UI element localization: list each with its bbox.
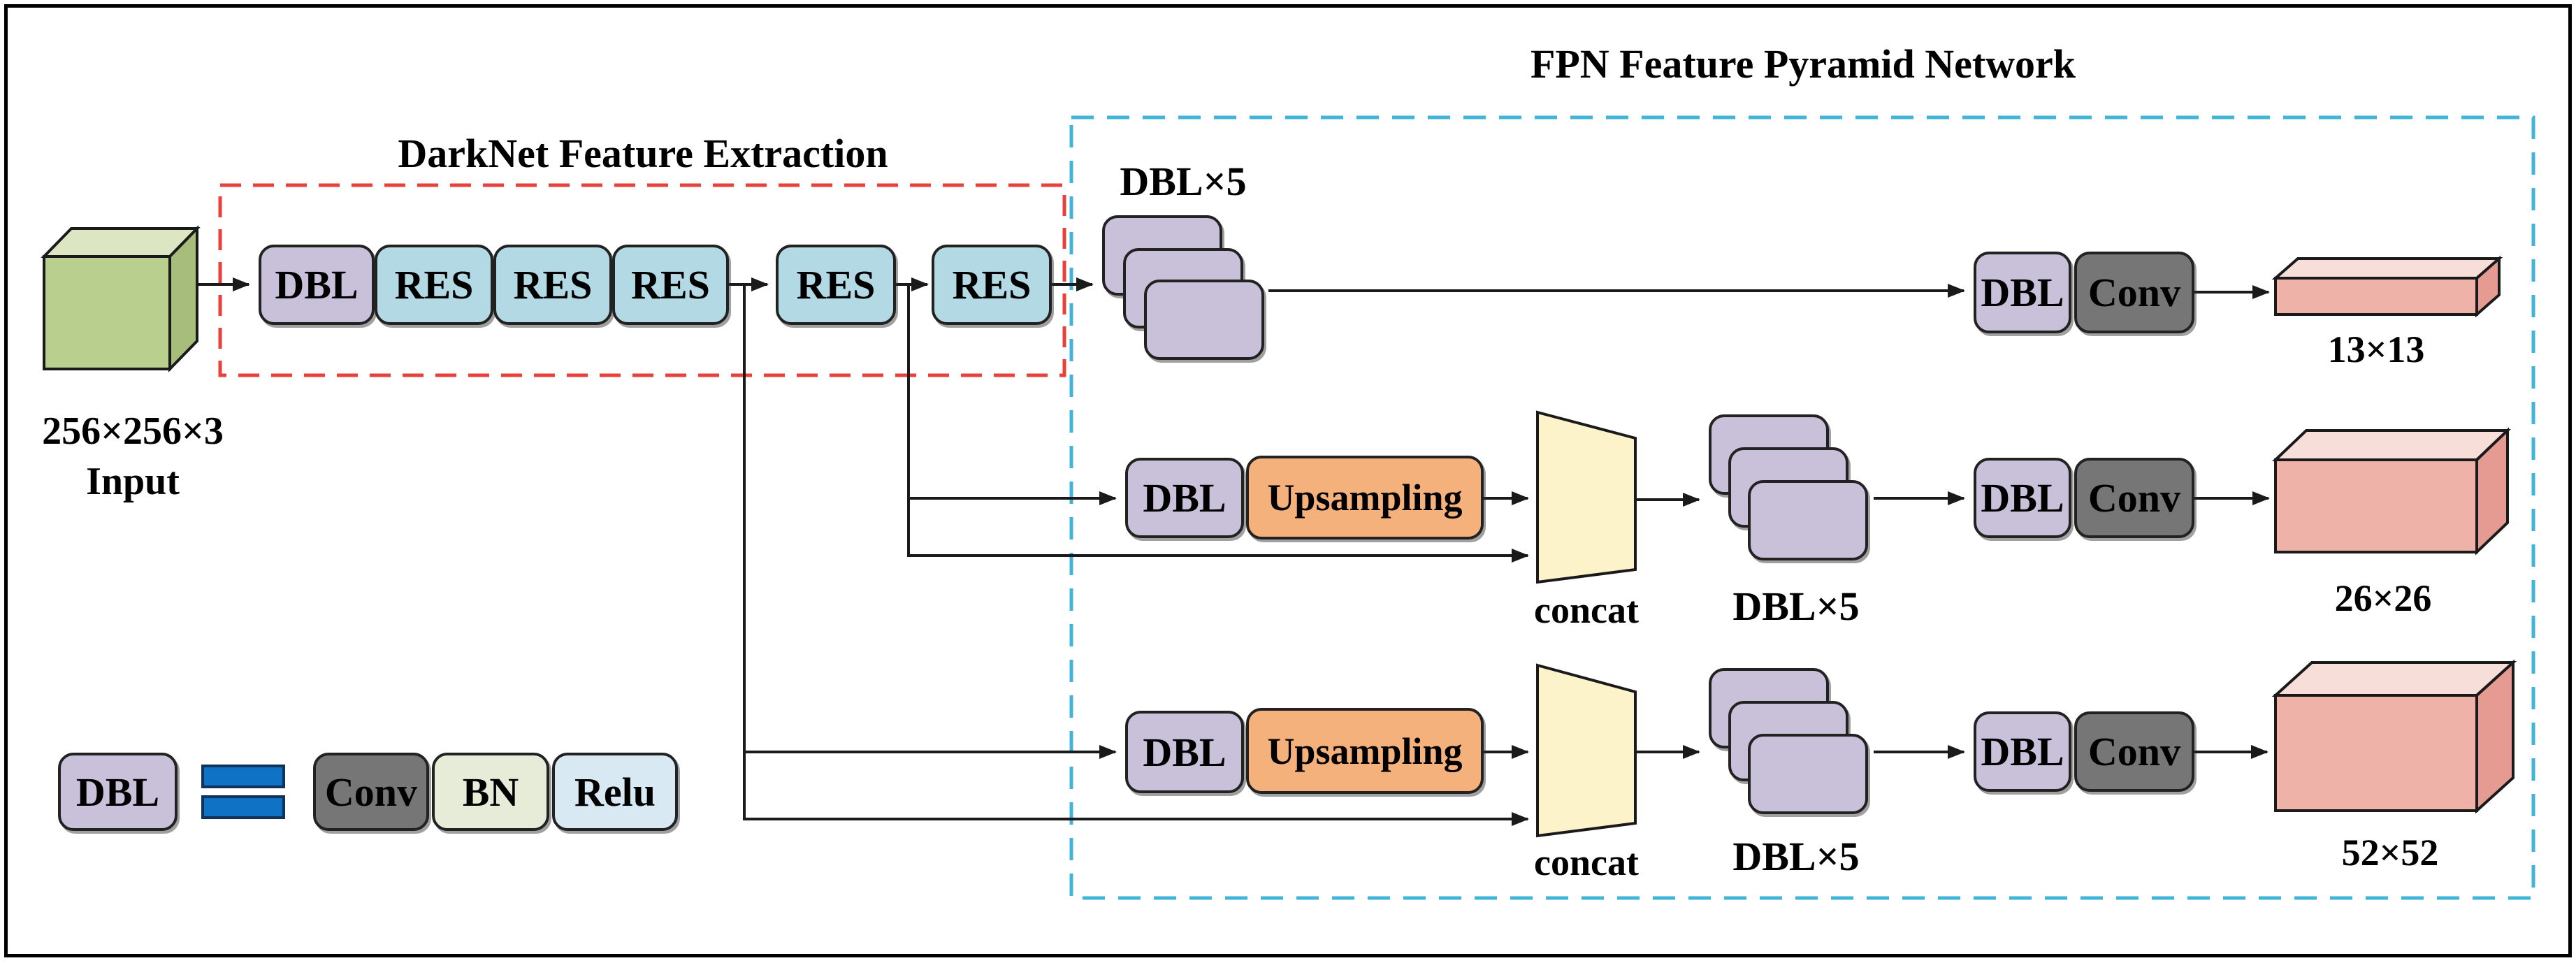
- legend-dbl-label: DBL: [75, 769, 160, 815]
- conv26-label: Conv: [2087, 475, 2181, 521]
- upsampling26-box: Upsampling: [1246, 456, 1484, 540]
- legend-relu-label: Relu: [574, 769, 656, 815]
- upsampling26-label: Upsampling: [1267, 477, 1463, 519]
- dblx5-label-52: DBL×5: [1732, 834, 1860, 879]
- backbone-res1-box: RES: [375, 245, 493, 325]
- legend-conv-box: Conv: [313, 753, 429, 831]
- legend-dbl-box: DBL: [58, 753, 178, 831]
- output-box-52x52: [2271, 659, 2517, 814]
- conv52-label: Conv: [2087, 729, 2181, 774]
- conv52-box: Conv: [2074, 711, 2194, 792]
- dbl52b-box: DBL: [1974, 711, 2071, 792]
- output13-label: 13×13: [2327, 328, 2425, 370]
- concat52-label: concat: [1534, 841, 1639, 883]
- backbone-res3-box: RES: [612, 245, 729, 325]
- legend-bn-label: BN: [462, 769, 519, 815]
- dbl52-box: DBL: [1125, 711, 1244, 793]
- dbl26b-box: DBL: [1974, 458, 2071, 538]
- upsampling52-label: Upsampling: [1267, 730, 1463, 772]
- backbone-res4-box: RES: [776, 245, 896, 325]
- dbl26-box: DBL: [1125, 458, 1244, 538]
- backbone-res3-label: RES: [631, 262, 710, 307]
- conv13-label: Conv: [2087, 270, 2181, 315]
- backbone-res5-box: RES: [932, 245, 1052, 325]
- darknet-dashed-box: [218, 183, 1066, 377]
- dbl52-label: DBL: [1143, 729, 1227, 775]
- upsampling52-box: Upsampling: [1246, 708, 1484, 794]
- dblx5-label-26: DBL×5: [1732, 584, 1860, 629]
- input-dims-label: 256×256×3: [42, 410, 224, 453]
- conv13-box: Conv: [2074, 252, 2194, 333]
- concat26-label: concat: [1534, 589, 1639, 631]
- output-box-26x26: [2272, 427, 2511, 556]
- branch-res4-to-concat26: [907, 284, 1529, 563]
- dbl26b-label: DBL: [1981, 475, 2064, 521]
- legend-conv-label: Conv: [324, 769, 418, 815]
- equals-icon: [201, 765, 285, 819]
- backbone-dbl-label: DBL: [275, 262, 359, 307]
- legend-relu-box: Relu: [552, 753, 678, 831]
- dbl26-label: DBL: [1143, 475, 1227, 521]
- backbone-res5-label: RES: [952, 262, 1032, 307]
- backbone-res1-label: RES: [394, 262, 474, 307]
- dbl13-label: DBL: [1981, 270, 2064, 315]
- backbone-res2-label: RES: [513, 262, 593, 307]
- fpn-dashed-box: [1069, 115, 2535, 900]
- dblx5-label-13: DBL×5: [1120, 159, 1247, 204]
- legend-bn-box: BN: [432, 753, 549, 831]
- concat-shape-26: [1536, 410, 1637, 584]
- backbone-res2-box: RES: [493, 245, 612, 325]
- concat-shape-52: [1536, 663, 1637, 838]
- dbl52b-label: DBL: [1981, 729, 2064, 774]
- dbl-stack52-box3: [1748, 734, 1868, 814]
- conv26-box: Conv: [2074, 458, 2194, 538]
- output26-label: 26×26: [2334, 577, 2432, 619]
- dbl13-box: DBL: [1974, 252, 2071, 333]
- fpn-title: FPN Feature Pyramid Network: [1530, 41, 2076, 87]
- input-label: Input: [86, 460, 180, 503]
- backbone-res4-label: RES: [796, 262, 876, 307]
- output52-label: 52×52: [2341, 832, 2439, 874]
- input-cube: [41, 225, 201, 372]
- connector-arrows: [197, 277, 2270, 826]
- darknet-title: DarkNet Feature Extraction: [398, 131, 888, 176]
- branch-res3-to-concat52: [743, 284, 1529, 826]
- dbl-stack13-box3: [1144, 280, 1264, 360]
- dbl-stack26-box3: [1748, 480, 1868, 560]
- output-box-13x13: [2271, 255, 2503, 318]
- backbone-dbl-box: DBL: [259, 245, 375, 325]
